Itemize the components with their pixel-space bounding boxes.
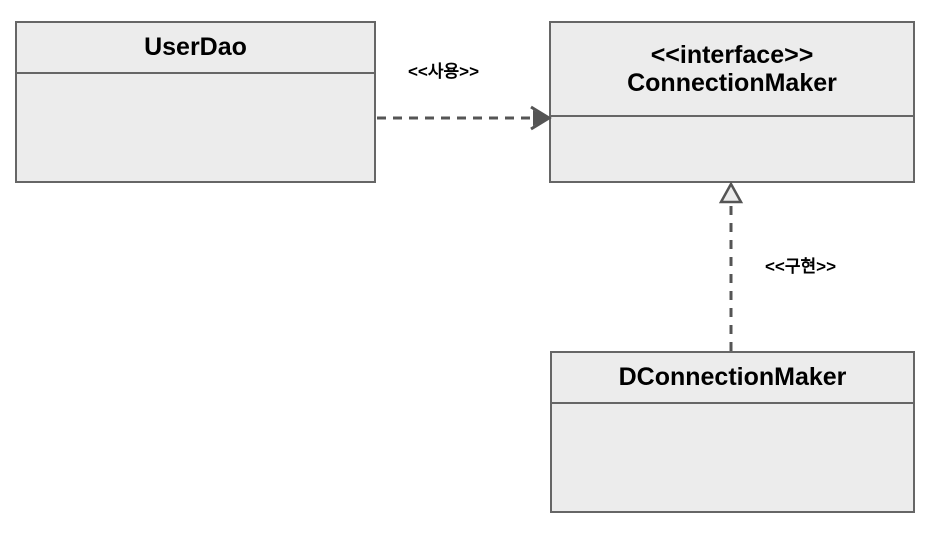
class-box-userdao[interactable]: UserDao: [15, 21, 376, 183]
class-name-dconnectionmaker: DConnectionMaker: [618, 363, 847, 392]
class-stereotype-connectionmaker: <<interface>>: [650, 40, 814, 69]
relationship-label-implements: <<구현>>: [765, 257, 836, 276]
class-header-connectionmaker: <<interface>> ConnectionMaker: [551, 23, 913, 117]
dependency-connector-usage: [377, 105, 552, 131]
class-box-dconnectionmaker[interactable]: DConnectionMaker: [550, 351, 915, 513]
open-arrowhead-fill-icon: [533, 110, 548, 126]
class-body-connectionmaker: [551, 117, 913, 181]
open-arrowhead-icon: [530, 105, 552, 131]
relationship-label-usage: <<사용>>: [408, 62, 479, 81]
class-box-connectionmaker[interactable]: <<interface>> ConnectionMaker: [549, 21, 915, 183]
class-header-dconnectionmaker: DConnectionMaker: [552, 353, 913, 404]
class-header-userdao: UserDao: [17, 23, 374, 74]
realization-connector-implements: [718, 181, 744, 351]
class-name-connectionmaker: ConnectionMaker: [627, 69, 837, 97]
class-body-userdao: [17, 74, 374, 181]
hollow-triangle-arrowhead-icon: [718, 181, 744, 204]
class-body-dconnectionmaker: [552, 404, 913, 511]
class-name-userdao: UserDao: [144, 33, 247, 62]
